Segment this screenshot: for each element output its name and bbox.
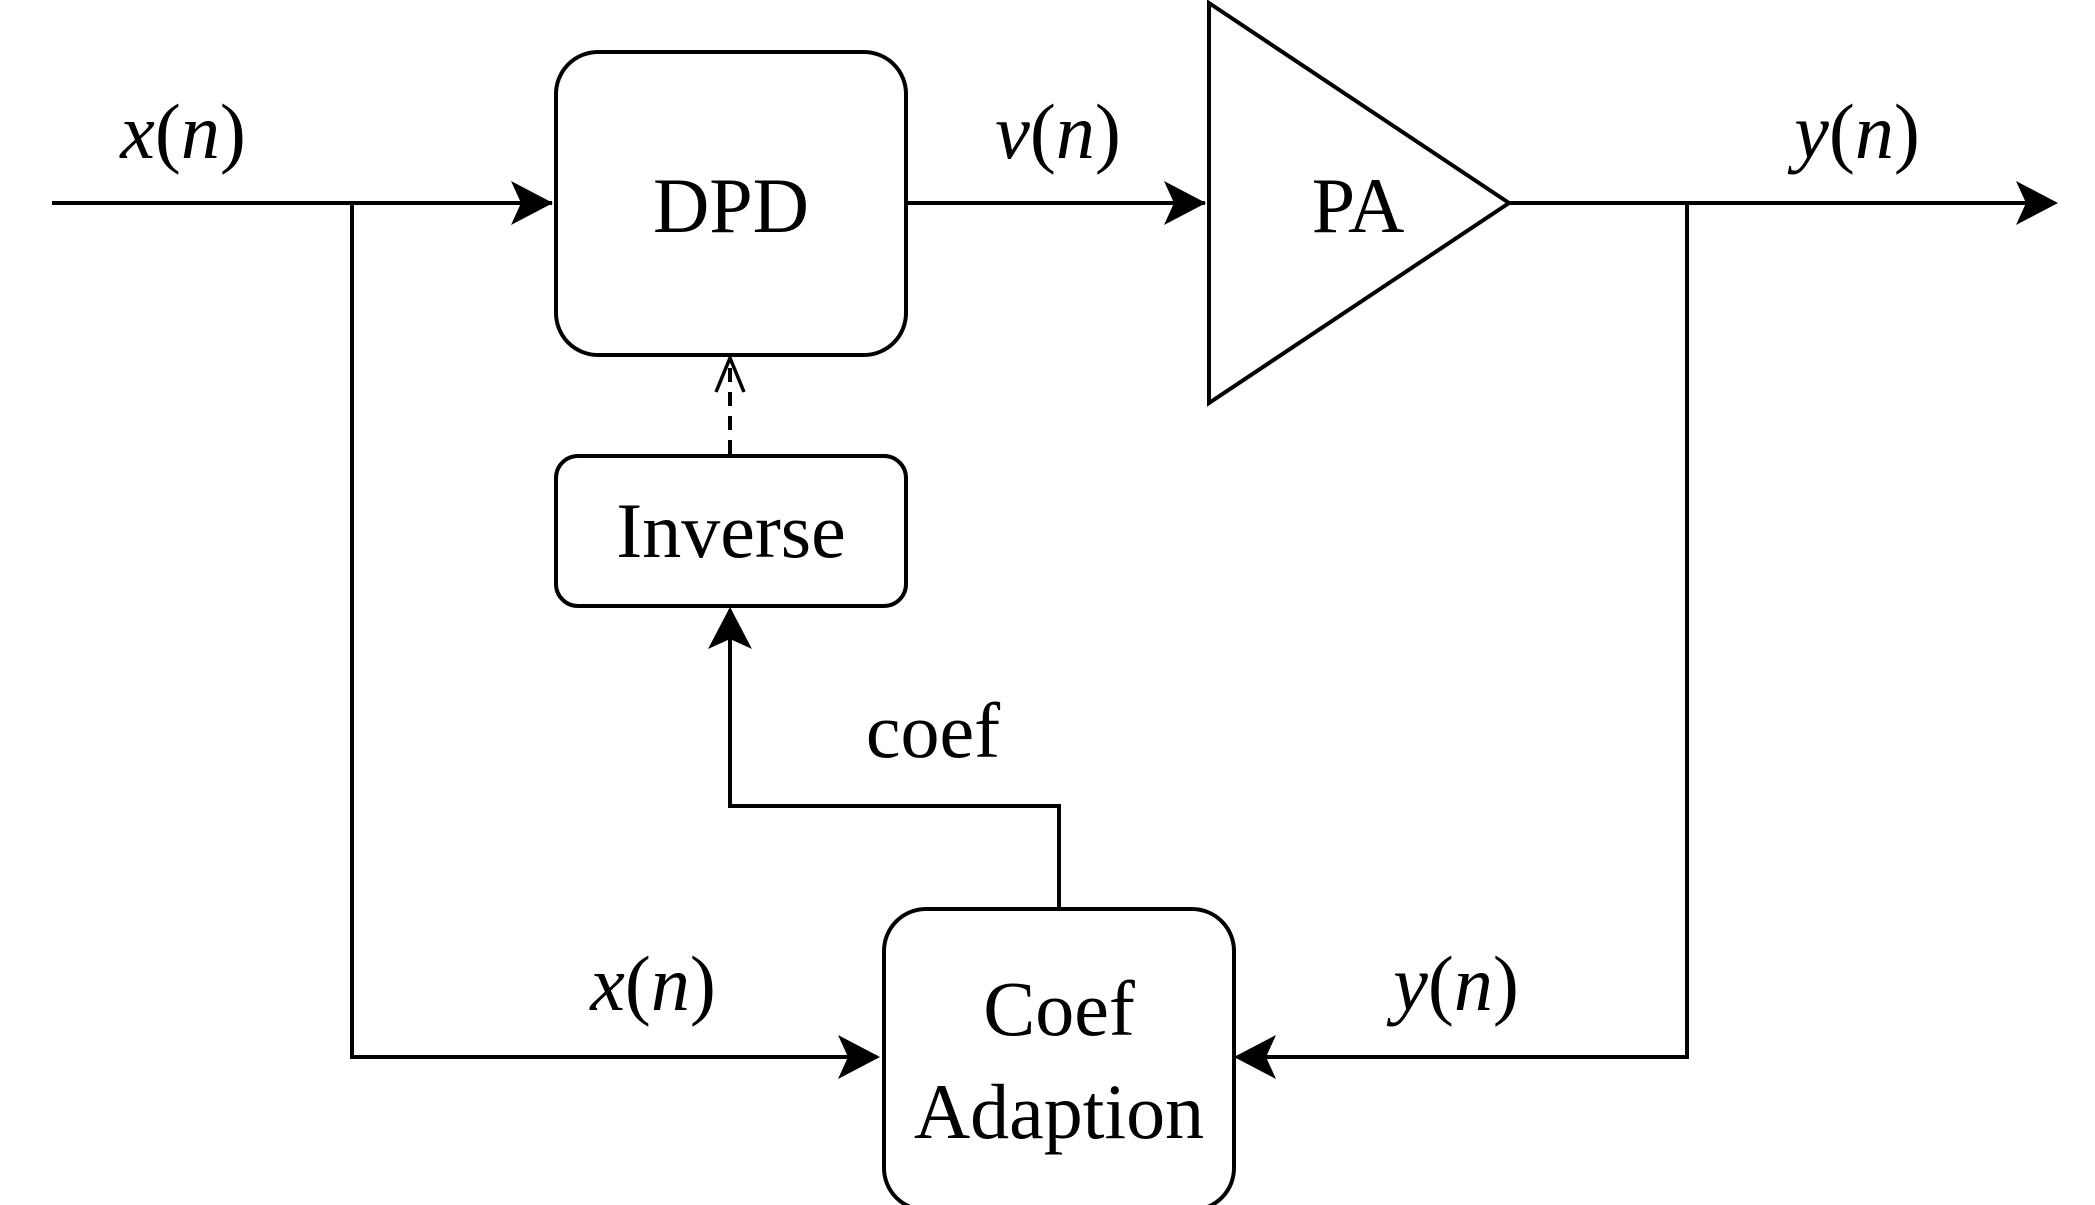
signal-feedback-input-var: x <box>589 940 625 1027</box>
signal-output-var: y <box>1787 88 1829 175</box>
coef-label: coef <box>866 687 1000 774</box>
wire-feedback-y <box>1237 203 1689 1059</box>
arrowhead-feedback-x <box>838 1035 880 1079</box>
pa-label: PA <box>1312 162 1405 249</box>
arrowhead-feedback-y <box>1234 1035 1276 1079</box>
coef-adaption-label-line2: Adaption <box>914 1068 1204 1155</box>
signal-feedback-output-var: y <box>1386 940 1428 1027</box>
signal-label-output: y(n) <box>1787 88 1920 175</box>
signal-output-close: ) <box>1894 88 1920 175</box>
arrowhead-input-dpd <box>511 181 553 225</box>
signal-feedback-output-arg: n <box>1454 940 1493 1027</box>
signal-output-arg: n <box>1855 88 1894 175</box>
inverse-label: Inverse <box>616 487 846 574</box>
coef-adaption-block <box>882 907 1236 1205</box>
signal-predistorted-arg: n <box>1056 88 1095 175</box>
arrowhead-inverse-dpd <box>714 353 746 393</box>
signal-feedback-input-close: ) <box>690 940 716 1027</box>
signal-label-feedback-input: x(n) <box>589 940 716 1027</box>
wire-feedback-x <box>350 203 877 1059</box>
signal-label-input: x(n) <box>119 88 246 175</box>
signal-input-open: ( <box>155 88 181 175</box>
signal-feedback-output-close: ) <box>1493 940 1519 1027</box>
signal-predistorted-open: ( <box>1030 88 1056 175</box>
pa-amplifier <box>1207 0 1513 407</box>
dpd-block <box>554 50 908 357</box>
signal-input-var: x <box>119 88 155 175</box>
signal-predistorted-var: v <box>995 88 1030 175</box>
coef-adaption-label-line1: Coef <box>983 965 1135 1052</box>
signal-feedback-input-open: ( <box>625 940 651 1027</box>
signal-label-feedback-output: y(n) <box>1386 940 1519 1027</box>
signal-label-predistorted: v(n) <box>995 88 1121 175</box>
arrowhead-coef <box>708 607 752 649</box>
inverse-block <box>554 454 908 608</box>
dpd-label: DPD <box>653 162 809 249</box>
signal-input-arg: n <box>181 88 220 175</box>
arrowhead-output <box>2016 181 2058 225</box>
signal-feedback-input-arg: n <box>651 940 690 1027</box>
wire-coef <box>728 610 1061 908</box>
signal-predistorted-close: ) <box>1095 88 1121 175</box>
signal-input-close: ) <box>220 88 246 175</box>
arrowhead-dpd-pa <box>1164 181 1206 225</box>
signal-feedback-output-open: ( <box>1428 940 1454 1027</box>
signal-output-open: ( <box>1829 88 1855 175</box>
